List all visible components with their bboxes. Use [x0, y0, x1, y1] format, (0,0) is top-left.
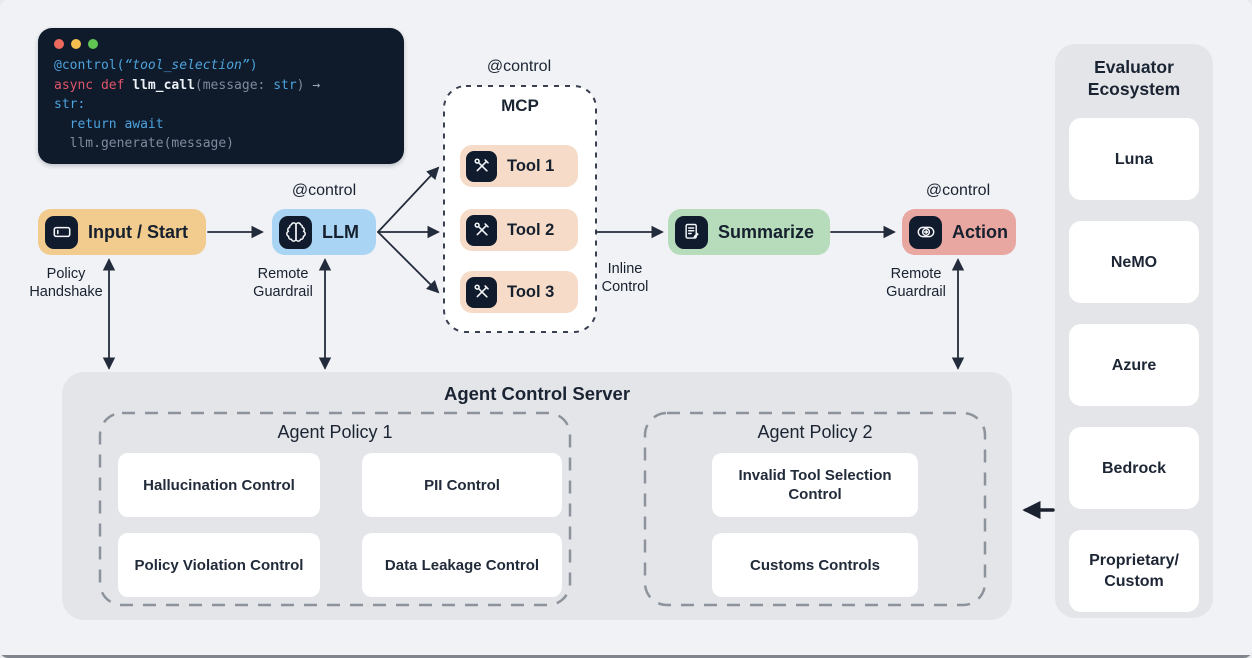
code-token: str	[273, 77, 297, 93]
edge-label-remote-guardrail-action: Remote Guardrail	[886, 266, 946, 300]
code-token: )	[296, 77, 313, 93]
tools-icon	[466, 276, 497, 308]
tools-icon	[466, 150, 497, 182]
edge-label-policy-handshake: Policy Handshake	[29, 266, 103, 300]
tools-icon	[466, 214, 497, 246]
node-label: Input / Start	[88, 221, 188, 242]
control-label-llm: @control	[291, 182, 357, 199]
arrow-llm-to-tool3	[377, 231, 440, 294]
code-token: return await	[54, 116, 164, 132]
code-token: str:	[54, 97, 86, 112]
traffic-light-yellow-icon	[71, 39, 81, 49]
agent-policy-1-title: Agent Policy 1	[277, 422, 393, 442]
node-label: Summarize	[718, 221, 815, 242]
node-llm: LLM	[272, 209, 376, 255]
tool-label: Tool 3	[507, 282, 555, 301]
agent-policy-2-title: Agent Policy 2	[757, 422, 873, 442]
edge-label-remote-guardrail-llm: Remote Guardrail	[253, 266, 313, 300]
code-token: →	[312, 77, 321, 93]
mcp-title: MCP	[501, 96, 539, 115]
code-snippet: @control(“tool_selection”)async def llm_…	[54, 56, 388, 154]
control-card-pii: PII Control	[362, 453, 562, 517]
evaluator-card-proprietary: Proprietary/Custom	[1069, 530, 1199, 612]
evaluator-card-nemo: NeMO	[1069, 221, 1199, 303]
traffic-light-red-icon	[54, 39, 64, 49]
node-tool-3: Tool 3	[460, 271, 578, 313]
document-edit-icon	[675, 215, 708, 249]
code-snippet-window: @control(“tool_selection”)async def llm_…	[38, 28, 404, 164]
tool-label: Tool 1	[507, 156, 555, 175]
node-input-start: Input / Start	[38, 209, 206, 255]
code-token: @control(	[54, 58, 125, 73]
control-card-policy-violation: Policy Violation Control	[118, 533, 320, 597]
brain-icon	[279, 215, 312, 249]
action-arrow-icon	[909, 215, 942, 249]
code-token: “tool_selection”	[124, 58, 250, 73]
control-label-mcp: @control	[486, 58, 552, 75]
code-line: str:	[54, 95, 388, 115]
agent-control-server-title: Agent Control Server	[443, 383, 631, 404]
evaluator-card-bedrock: Bedrock	[1069, 427, 1199, 509]
evaluator-card-luna: Luna	[1069, 118, 1199, 200]
control-card-invalid-tool-selection: Invalid Tool Selection Control	[712, 453, 918, 517]
evaluator-card-azure: Azure	[1069, 324, 1199, 406]
code-line: async def llm_call(message: str) →	[54, 76, 388, 96]
code-token: )	[249, 58, 258, 73]
code-token: (message:	[194, 77, 274, 93]
control-label-action: @control	[925, 182, 991, 199]
code-line: return await	[54, 115, 388, 135]
code-line: llm.generate(message)	[54, 134, 388, 154]
control-card-hallucination: Hallucination Control	[118, 453, 320, 517]
node-tool-2: Tool 2	[460, 209, 578, 251]
node-action: Action	[902, 209, 1016, 255]
evaluator-ecosystem-title: Evaluator Ecosystem	[1087, 57, 1181, 99]
input-icon	[45, 215, 78, 249]
control-card-customs: Customs Controls	[712, 533, 918, 597]
traffic-light-green-icon	[88, 39, 98, 49]
code-token: async def	[54, 77, 133, 93]
node-tool-1: Tool 1	[460, 145, 578, 187]
tool-label: Tool 2	[507, 220, 555, 239]
node-label: Action	[952, 221, 1008, 242]
arrow-llm-to-tool1	[377, 166, 440, 233]
code-token: llm_call	[132, 77, 195, 93]
code-token: llm.generate(message)	[54, 136, 235, 151]
window-traffic-lights	[54, 39, 388, 49]
bottom-edge-line	[0, 655, 1252, 658]
node-label: LLM	[322, 221, 359, 242]
control-card-data-leakage: Data Leakage Control	[362, 533, 562, 597]
code-line: @control(“tool_selection”)	[54, 56, 388, 76]
node-summarize: Summarize	[668, 209, 830, 255]
edge-label-inline-control: Inline Control	[601, 261, 649, 295]
